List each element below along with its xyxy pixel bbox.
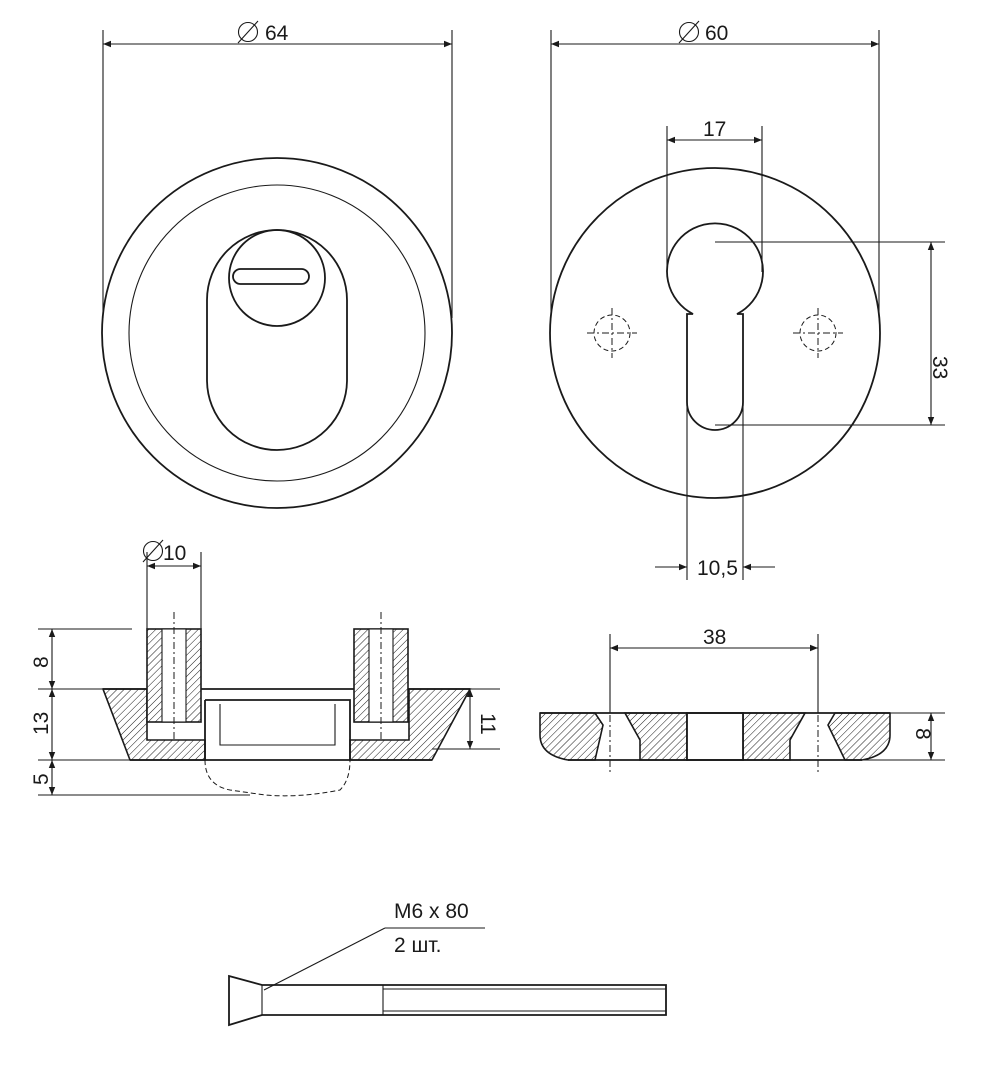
diameter-symbol-icon — [142, 539, 164, 563]
plate-seg-1 — [539, 712, 604, 761]
inner-circle — [128, 184, 426, 482]
front-view-rosette — [101, 157, 453, 509]
screw-hole-right-icon — [793, 308, 843, 358]
screw-spec-label: M6 x 80 — [394, 900, 469, 923]
body-height-label: 13 — [30, 712, 53, 735]
dim-hole-spacing: 38 — [609, 626, 819, 713]
plate-seg-4 — [827, 712, 891, 761]
screw-hole-left-icon — [587, 308, 637, 358]
screw-body — [228, 974, 667, 1027]
slot-width-label: 17 — [703, 118, 726, 141]
rosette-section — [101, 612, 472, 797]
cylinder-shield — [206, 229, 348, 451]
screw-drawing: M6 x 80 2 шт. — [228, 900, 667, 1027]
slot-length-label: 33 — [928, 356, 951, 379]
central-pocket — [204, 699, 351, 760]
diameter-symbol-icon — [237, 20, 259, 44]
screw-quantity-label: 2 шт. — [394, 934, 442, 957]
dim-rim-height: 11 — [432, 688, 500, 750]
outer-diameter-label: 64 — [265, 22, 289, 45]
collar-height-label: 8 — [30, 656, 53, 668]
key-slot — [232, 268, 310, 285]
dim-pin-diameter: 10 — [142, 539, 202, 629]
plate-seg-2 — [623, 712, 688, 761]
backplate-circle — [549, 167, 881, 499]
dim-slot-lower-width: 10,5 — [655, 405, 775, 580]
outer-circle — [101, 157, 453, 509]
dim-slot-length: 33 — [715, 241, 951, 426]
pin-diameter-label: 10 — [163, 542, 186, 565]
keyhole-cutout — [666, 222, 764, 431]
dim-slot-width: 17 — [666, 118, 763, 272]
backplate-section — [539, 700, 891, 775]
diameter-symbol-icon — [678, 20, 700, 44]
dim-plate-diameter: 60 — [550, 20, 880, 318]
plate-thickness-label: 8 — [911, 728, 934, 740]
central-opening — [686, 712, 744, 761]
cylinder-hidden-outline — [204, 759, 351, 797]
hole-spacing-label: 38 — [703, 626, 726, 649]
slot-lower-width-label: 10,5 — [697, 557, 738, 580]
leader-line — [263, 927, 386, 991]
rim-height-label: 11 — [476, 713, 499, 735]
rotor-disc — [228, 229, 326, 327]
pocket-inner — [219, 704, 336, 746]
plate-diameter-label: 60 — [705, 22, 728, 45]
insert-depth-label: 5 — [30, 773, 53, 785]
backplate-view — [549, 167, 881, 499]
dim-left-heights: 8 13 5 — [30, 628, 250, 796]
plate-seg-3 — [742, 712, 807, 761]
dim-plate-thickness: 8 — [862, 712, 945, 761]
dim-outer-diameter: 64 — [102, 20, 453, 318]
